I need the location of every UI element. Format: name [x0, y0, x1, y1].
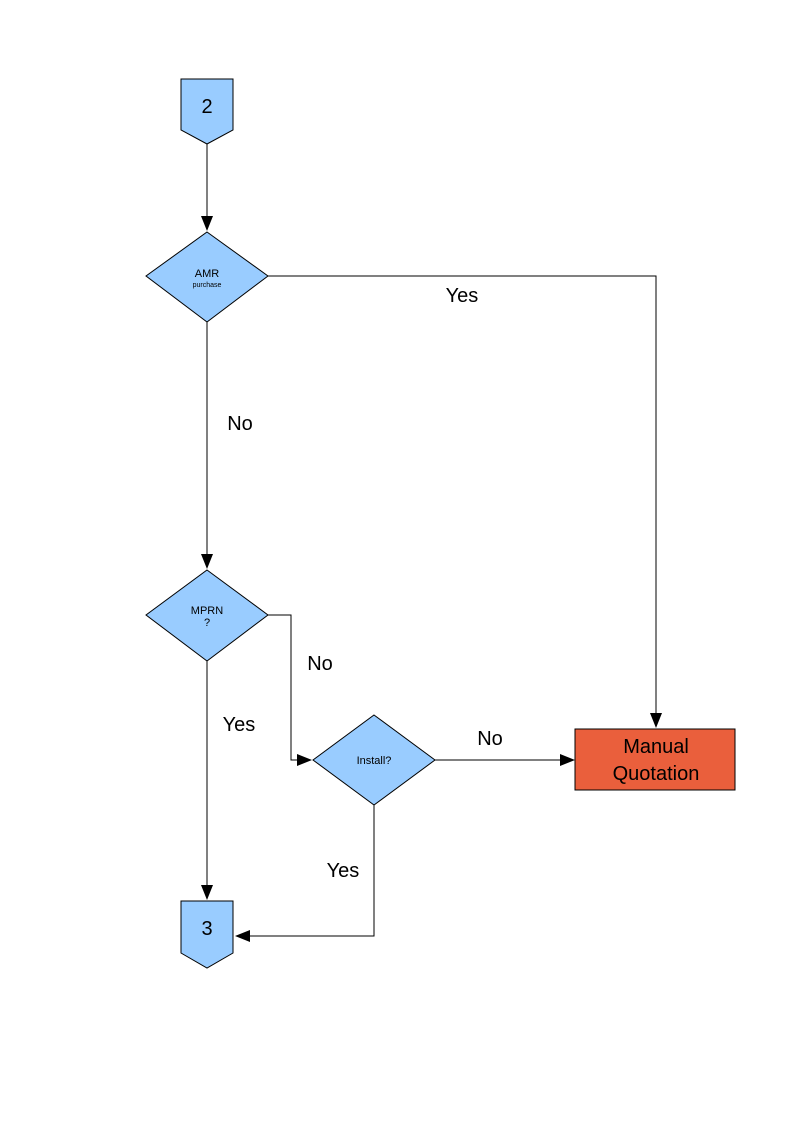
- edge-amr-yes-to-manual: [268, 275, 657, 713]
- edge-label-amr-no: No: [227, 413, 253, 435]
- decision-amr-purchase: AMR purchase: [145, 231, 269, 323]
- edge-label-mprn-no: No: [307, 653, 333, 675]
- decision-mprn-sublabel: ?: [204, 617, 210, 629]
- process-manual-line2: Quotation: [613, 763, 700, 785]
- arrowhead-manual-top: [650, 713, 662, 728]
- edge-mprn-no-to-install: [268, 614, 297, 761]
- decision-mprn-shape: [145, 569, 269, 662]
- edge-install-yes-to-connector3: [250, 805, 375, 937]
- edge-label-install-no: No: [477, 728, 503, 750]
- arrowhead-mprn: [201, 554, 213, 569]
- arrowhead-connector3-right: [235, 930, 250, 942]
- process-manual-quotation: Manual Quotation: [574, 728, 736, 791]
- edge-label-mprn-yes: Yes: [223, 714, 256, 736]
- decision-install: Install?: [312, 714, 436, 806]
- decision-mprn-label: MPRN: [191, 605, 223, 617]
- connector-3-shape: [180, 900, 234, 969]
- connector-2-label: 2: [201, 96, 212, 118]
- connector-2: 2: [180, 78, 234, 145]
- connector-3: 3: [180, 900, 234, 969]
- connector-2-shape: [180, 78, 234, 145]
- decision-mprn: MPRN ?: [145, 569, 269, 662]
- process-manual-shape: [574, 728, 736, 791]
- decision-amr-label: AMR: [195, 268, 220, 280]
- arrowhead-manual-left: [560, 754, 575, 766]
- edge-labels: Yes No No Yes No Yes: [223, 285, 503, 882]
- edge-label-install-yes: Yes: [327, 860, 360, 882]
- arrowhead-connector3-top: [201, 885, 213, 900]
- process-manual-line1: Manual: [623, 736, 689, 758]
- connector-3-label: 3: [201, 918, 212, 940]
- arrowhead-install: [297, 754, 312, 766]
- decision-install-shape: [312, 714, 436, 806]
- decision-install-label: Install?: [357, 755, 392, 767]
- decision-amr-shape: [145, 231, 269, 323]
- edge-label-amr-yes: Yes: [446, 285, 479, 307]
- arrowhead-amr: [201, 216, 213, 231]
- decision-amr-sublabel: purchase: [193, 282, 222, 289]
- edges: [201, 144, 662, 942]
